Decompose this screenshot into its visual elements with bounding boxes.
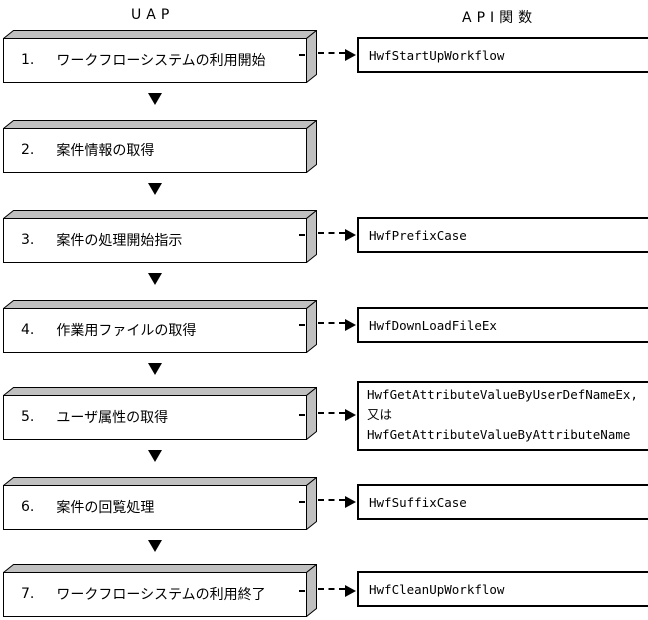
step-number: 7. <box>21 586 35 602</box>
step-box-7: 7. ワークフローシステムの利用終了 <box>3 564 317 617</box>
dash-segment <box>299 590 305 592</box>
step-box-6: 6. 案件の回覧処理 <box>3 477 317 530</box>
dash-segment <box>299 54 305 56</box>
arrowhead-icon <box>345 496 356 508</box>
dashed-line <box>318 499 345 501</box>
arrowhead-icon <box>345 409 356 421</box>
api-function-name: HwfDownLoadFileEx <box>369 317 497 333</box>
down-arrow-icon <box>148 273 162 285</box>
step-label: ワークフローシステムの利用終了 <box>56 587 266 603</box>
api-function-column-header: API関数 <box>462 10 538 26</box>
step-number: 1. <box>21 52 35 68</box>
step-box-3: 3. 案件の処理開始指示 <box>3 210 317 263</box>
step-box-5: 5. ユーザ属性の取得 <box>3 387 317 440</box>
step-number: 2. <box>21 142 35 158</box>
step-label: 案件の処理開始指示 <box>56 233 183 249</box>
dashed-connector-7 <box>299 585 357 597</box>
dashed-connector-4 <box>299 319 357 331</box>
step-label: 作業用ファイルの取得 <box>56 323 197 339</box>
box-3d-slab <box>3 120 317 173</box>
dashed-line <box>318 52 345 54</box>
step-number: 4. <box>21 322 35 338</box>
dashed-line <box>318 322 345 324</box>
api-function-or-label: 又は <box>367 407 393 422</box>
uap-column-header: UAP <box>131 7 175 23</box>
arrowhead-icon <box>345 229 356 241</box>
step-label: ユーザ属性の取得 <box>56 410 169 426</box>
step-number: 6. <box>21 499 35 515</box>
down-arrow-icon <box>148 363 162 375</box>
down-arrow-icon <box>148 93 162 105</box>
api-function-name: HwfCleanUpWorkflow <box>369 581 505 597</box>
api-function-name: HwfPrefixCase <box>369 227 467 243</box>
box-3d-slab <box>3 30 317 83</box>
down-arrow-icon <box>148 183 162 195</box>
box-3d-slab <box>3 300 317 353</box>
api-function-name: HwfGetAttributeValueByAttributeName <box>367 427 631 442</box>
api-box-5: HwfGetAttributeValueByUserDefNameEx, 又は … <box>357 381 648 451</box>
step-number: 3. <box>21 232 35 248</box>
api-function-name: HwfStartUpWorkflow <box>369 47 505 63</box>
dashed-connector-6 <box>299 496 357 508</box>
step-box-2: 2. 案件情報の取得 <box>3 120 317 173</box>
down-arrow-icon <box>148 540 162 552</box>
api-box-1: HwfStartUpWorkflow <box>357 37 648 73</box>
dashed-line <box>318 588 345 590</box>
step-box-4: 4. 作業用ファイルの取得 <box>3 300 317 353</box>
api-box-7: HwfCleanUpWorkflow <box>357 571 648 607</box>
api-box-6: HwfSuffixCase <box>357 484 648 520</box>
dash-segment <box>299 414 305 416</box>
arrowhead-icon <box>345 585 356 597</box>
dashed-connector-5 <box>299 409 357 421</box>
box-3d-slab <box>3 477 317 530</box>
box-3d-slab <box>3 210 317 263</box>
dash-segment <box>299 324 305 326</box>
box-3d-slab <box>3 387 317 440</box>
arrowhead-icon <box>345 319 356 331</box>
down-arrow-icon <box>148 450 162 462</box>
box-3d-slab <box>3 564 317 617</box>
api-box-4: HwfDownLoadFileEx <box>357 307 648 343</box>
api-box-3: HwfPrefixCase <box>357 217 648 253</box>
step-label: 案件の回覧処理 <box>56 500 155 516</box>
dashed-line <box>318 412 345 414</box>
step-label: ワークフローシステムの利用開始 <box>56 53 266 69</box>
step-box-1: 1. ワークフローシステムの利用開始 <box>3 30 317 83</box>
dash-segment <box>299 234 305 236</box>
step-label: 案件情報の取得 <box>56 143 155 159</box>
dash-segment <box>299 501 305 503</box>
dashed-connector-3 <box>299 229 357 241</box>
dashed-line <box>318 232 345 234</box>
api-function-name: HwfGetAttributeValueByUserDefNameEx, <box>367 387 638 402</box>
step-number: 5. <box>21 409 35 425</box>
api-function-name: HwfSuffixCase <box>369 494 467 510</box>
arrowhead-icon <box>345 49 356 61</box>
dashed-connector-1 <box>299 49 357 61</box>
